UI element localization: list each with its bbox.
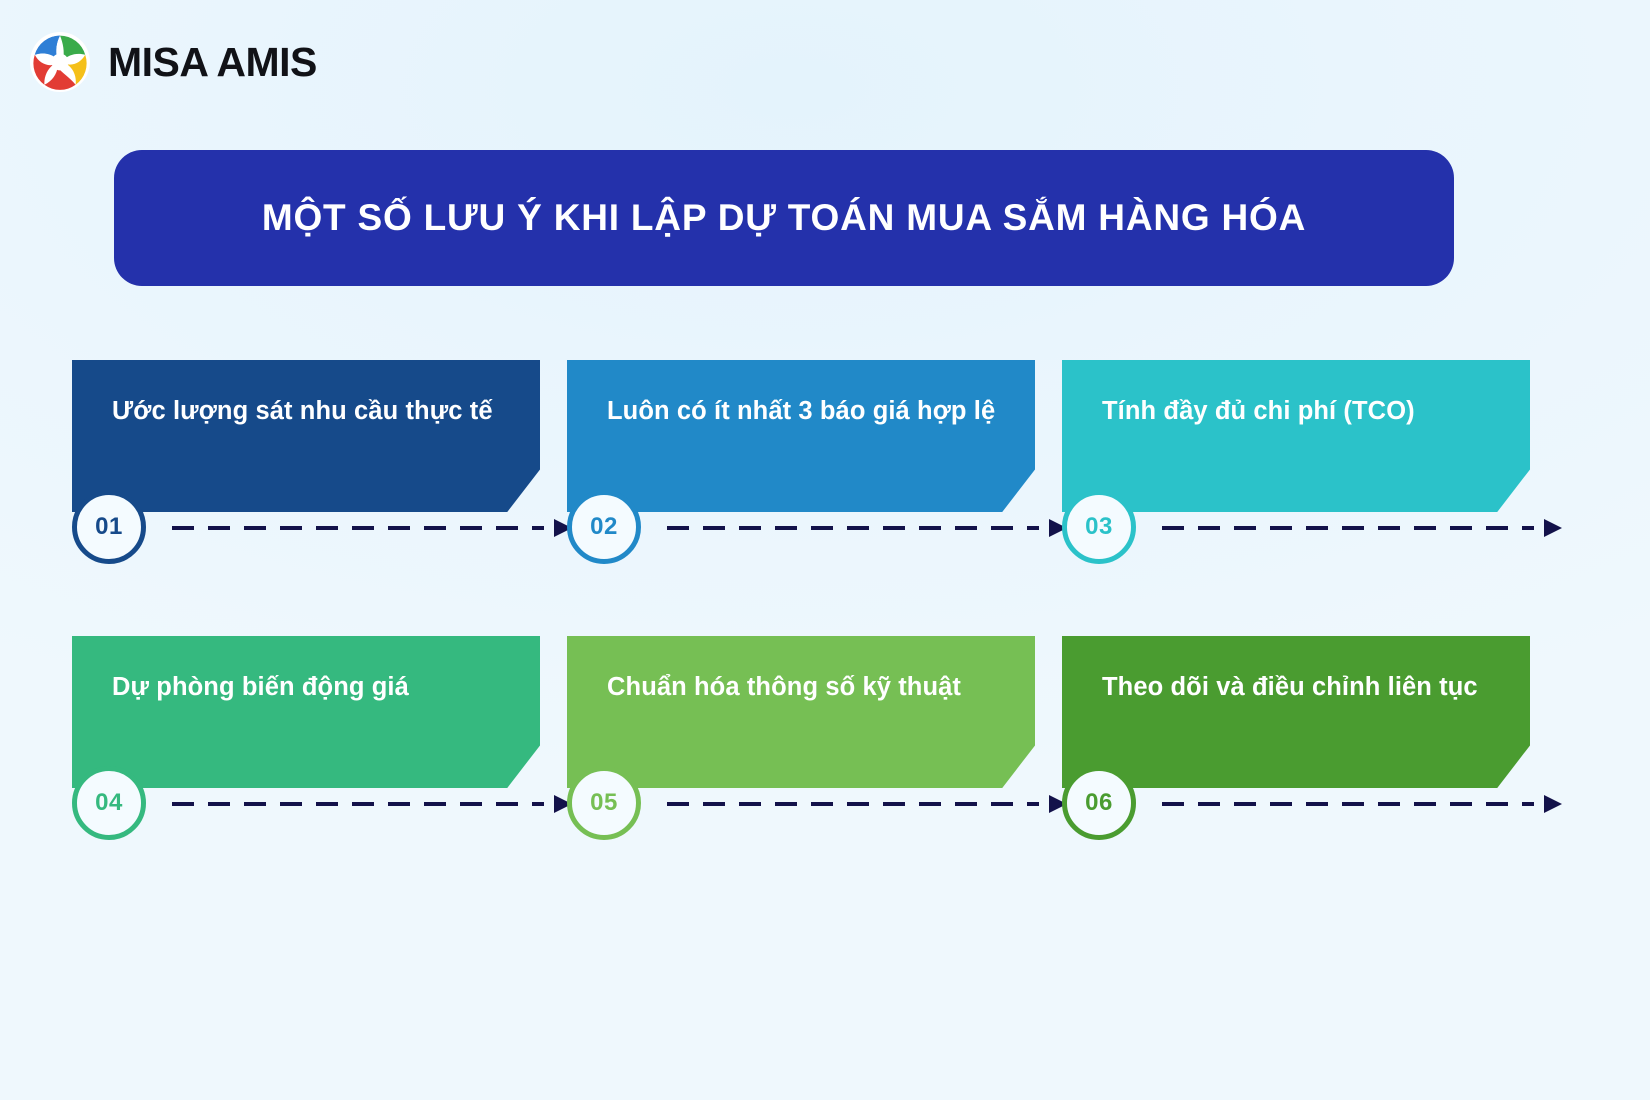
step-card[interactable]: Theo dõi và điều chỉnh liên tục [1062, 636, 1530, 788]
arrow-dash-line [667, 802, 1039, 806]
step-number: 01 [95, 513, 123, 540]
step-label: Chuẩn hóa thông số kỹ thuật [607, 673, 962, 701]
arrow-dash-line [172, 526, 544, 530]
step-label: Dự phòng biến động giá [112, 673, 409, 701]
arrow-dash-line [1162, 526, 1534, 530]
step-card[interactable]: Luôn có ít nhất 3 báo giá hợp lệ [567, 360, 1035, 512]
step-card[interactable]: Tính đầy đủ chi phí (TCO) [1062, 360, 1530, 512]
brand-logo: MISA AMIS [30, 32, 317, 92]
dashed-arrow-right-icon [172, 518, 572, 538]
step-number-badge: 04 [72, 766, 146, 840]
misa-swirl-logo-icon [30, 32, 90, 92]
step-label: Tính đầy đủ chi phí (TCO) [1102, 397, 1415, 425]
step-label: Ước lượng sát nhu cầu thực tế [112, 397, 493, 425]
steps-row-1: Ước lượng sát nhu cầu thực tế 01 Luôn có… [0, 360, 1650, 636]
step-number-badge: 01 [72, 490, 146, 564]
step-number: 06 [1085, 789, 1113, 816]
step-number: 04 [95, 789, 123, 816]
step-item-05[interactable]: Chuẩn hóa thông số kỹ thuật 05 [567, 636, 1067, 840]
step-item-02[interactable]: Luôn có ít nhất 3 báo giá hợp lệ 02 [567, 360, 1067, 564]
dashed-arrow-right-icon [667, 794, 1067, 814]
arrow-dash-line [172, 802, 544, 806]
step-card[interactable]: Ước lượng sát nhu cầu thực tế [72, 360, 540, 512]
dashed-arrow-right-icon [667, 518, 1067, 538]
arrow-head [1544, 795, 1562, 813]
step-number-badge: 06 [1062, 766, 1136, 840]
arrow-dash-line [1162, 802, 1534, 806]
step-item-01[interactable]: Ước lượng sát nhu cầu thực tế 01 [72, 360, 572, 564]
step-item-06[interactable]: Theo dõi và điều chỉnh liên tục 06 [1062, 636, 1562, 840]
page-title-banner: MỘT SỐ LƯU Ý KHI LẬP DỰ TOÁN MUA SẮM HÀN… [114, 150, 1454, 286]
step-number-badge: 05 [567, 766, 641, 840]
dashed-arrow-right-icon [1162, 518, 1562, 538]
step-item-04[interactable]: Dự phòng biến động giá 04 [72, 636, 572, 840]
step-card[interactable]: Chuẩn hóa thông số kỹ thuật [567, 636, 1035, 788]
step-number: 05 [590, 789, 618, 816]
steps-grid: Ước lượng sát nhu cầu thực tế 01 Luôn có… [0, 360, 1650, 912]
page-title: MỘT SỐ LƯU Ý KHI LẬP DỰ TOÁN MUA SẮM HÀN… [261, 196, 1307, 238]
step-number: 02 [590, 513, 618, 540]
step-label: Theo dõi và điều chỉnh liên tục [1102, 673, 1478, 701]
step-card[interactable]: Dự phòng biến động giá [72, 636, 540, 788]
dashed-arrow-right-icon [172, 794, 572, 814]
step-number-badge: 02 [567, 490, 641, 564]
dashed-arrow-right-icon [1162, 794, 1562, 814]
brand-name: MISA AMIS [108, 38, 317, 85]
arrow-dash-line [667, 526, 1039, 530]
step-number-badge: 03 [1062, 490, 1136, 564]
step-number: 03 [1085, 513, 1113, 540]
arrow-head [1544, 519, 1562, 537]
step-label: Luôn có ít nhất 3 báo giá hợp lệ [607, 397, 996, 425]
step-item-03[interactable]: Tính đầy đủ chi phí (TCO) 03 [1062, 360, 1562, 564]
steps-row-2: Dự phòng biến động giá 04 Chuẩn hóa thôn… [0, 636, 1650, 912]
